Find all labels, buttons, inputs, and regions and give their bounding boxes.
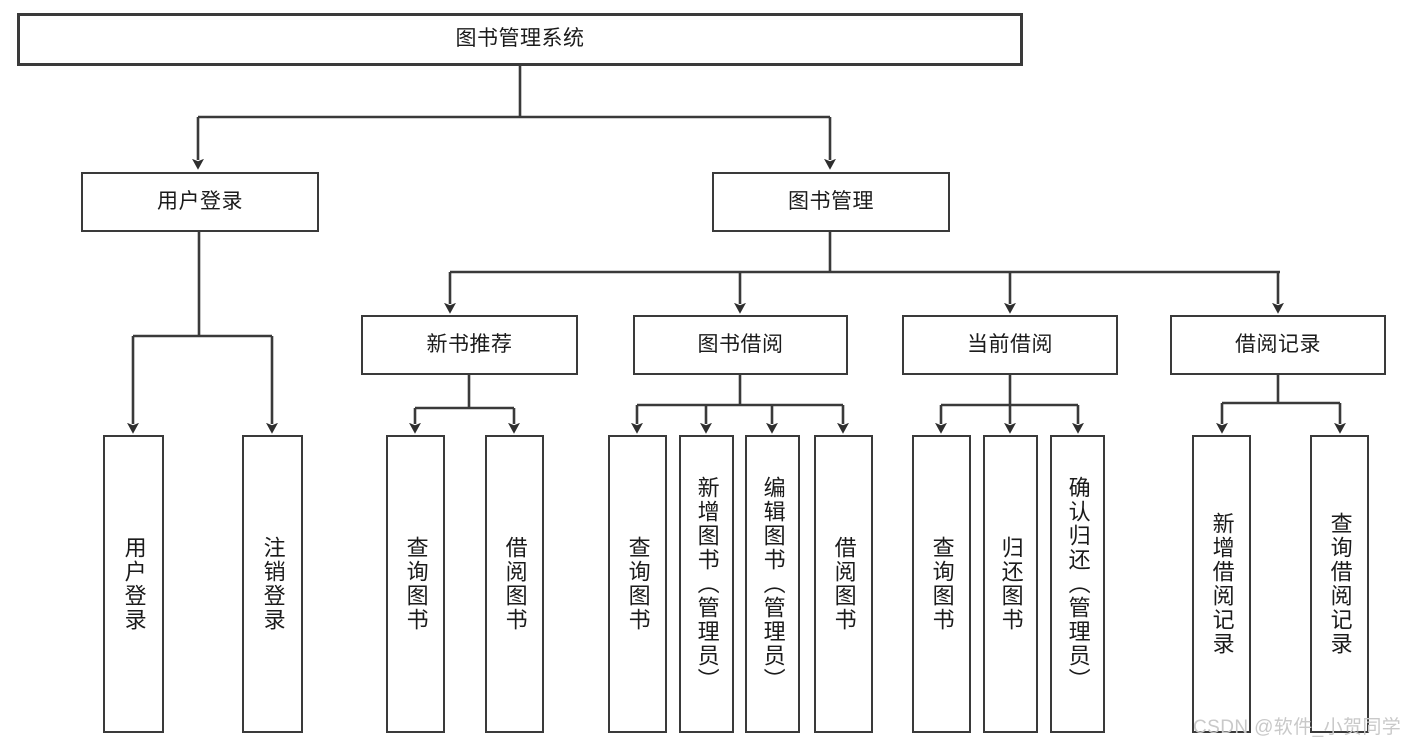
node-leaf-confirm-return[interactable]: 确认归还（管理员） (1050, 435, 1105, 733)
node-leaf-query-book-recommend[interactable]: 查询图书 (386, 435, 445, 733)
node-label: 当前借阅 (967, 332, 1053, 356)
node-leaf-add-borrow-record[interactable]: 新增借阅记录 (1192, 435, 1251, 733)
node-borrow-record[interactable]: 借阅记录 (1170, 315, 1386, 375)
node-user-login[interactable]: 用户登录 (81, 172, 319, 232)
node-label: 新书推荐 (426, 332, 513, 356)
node-label: 查询图书 (929, 536, 955, 632)
node-leaf-borrow-book-recommend[interactable]: 借阅图书 (485, 435, 544, 733)
node-book-management-system[interactable]: 图书管理系统 (17, 13, 1023, 66)
node-leaf-add-book[interactable]: 新增图书（管理员） (679, 435, 734, 733)
node-label: 新增图书（管理员） (694, 476, 720, 692)
node-book-management[interactable]: 图书管理 (712, 172, 950, 232)
node-leaf-query-book-current[interactable]: 查询图书 (912, 435, 971, 733)
node-label: 注销登录 (260, 536, 286, 632)
node-label: 查询图书 (625, 536, 651, 632)
node-leaf-return-book[interactable]: 归还图书 (983, 435, 1038, 733)
node-leaf-user-login[interactable]: 用户登录 (103, 435, 164, 733)
node-label: 确认归还（管理员） (1065, 476, 1091, 692)
node-label: 借阅图书 (831, 536, 857, 632)
node-label: 查询图书 (403, 536, 429, 632)
node-new-book-recommend[interactable]: 新书推荐 (361, 315, 578, 375)
node-label: 归还图书 (998, 536, 1024, 632)
node-leaf-query-book-borrow[interactable]: 查询图书 (608, 435, 667, 733)
watermark: CSDN @软件_小贺同学 (1193, 717, 1402, 738)
node-leaf-borrow-book[interactable]: 借阅图书 (814, 435, 873, 733)
node-label: 图书管理系统 (455, 27, 585, 51)
node-label: 借阅记录 (1235, 332, 1321, 356)
node-label: 图书借阅 (697, 332, 784, 356)
node-label: 借阅图书 (502, 536, 528, 632)
node-current-borrow[interactable]: 当前借阅 (902, 315, 1118, 375)
node-leaf-user-logout[interactable]: 注销登录 (242, 435, 303, 733)
node-label: 用户登录 (157, 189, 243, 213)
node-label: 图书管理 (788, 189, 874, 213)
node-label: 查询借阅记录 (1327, 512, 1353, 656)
node-label: 编辑图书（管理员） (760, 476, 786, 692)
node-label: 新增借阅记录 (1209, 512, 1235, 656)
node-leaf-edit-book[interactable]: 编辑图书（管理员） (745, 435, 800, 733)
node-leaf-query-borrow-record[interactable]: 查询借阅记录 (1310, 435, 1369, 733)
node-label: 用户登录 (121, 536, 147, 632)
node-book-borrow[interactable]: 图书借阅 (633, 315, 848, 375)
